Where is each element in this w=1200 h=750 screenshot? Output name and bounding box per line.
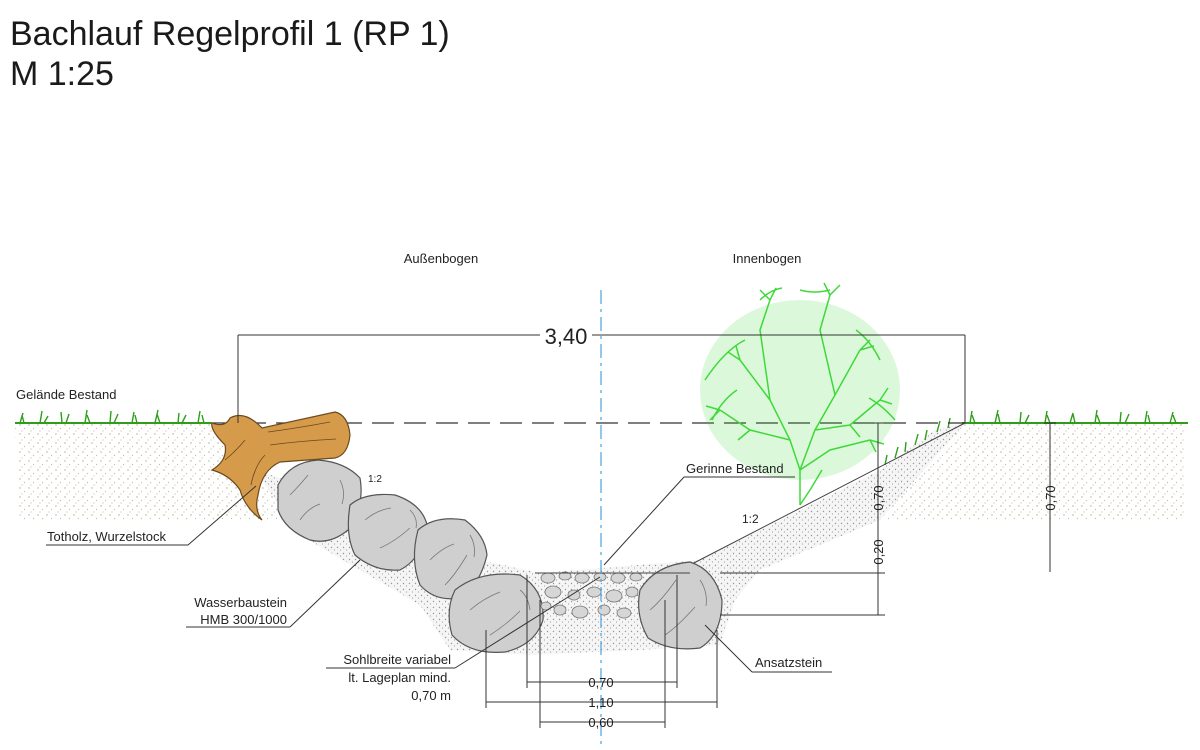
armour-stone (448, 573, 544, 653)
armour-stone-label-1: Wasserbaustein (194, 595, 287, 610)
height-070-b-label: 0,70 (1043, 485, 1058, 510)
anchor-stone-texture (649, 579, 707, 636)
leader-deadwood (187, 485, 257, 546)
leader-anchor-stone (704, 624, 753, 673)
anchor-stone-label: Ansatzstein (755, 655, 822, 670)
dimension-total-width-label: 3,40 (545, 324, 588, 349)
title-line-2: M 1:25 (10, 55, 114, 93)
rootstock-texture (224, 421, 337, 486)
tree-foliage (700, 300, 900, 480)
vertical-dimension-lines (720, 422, 1056, 616)
height-070-a-label: 0,70 (871, 485, 886, 510)
dimension-bottom-070-label: 0,70 (588, 675, 613, 690)
slope-left-label: 1:2 (368, 474, 382, 485)
page-title: Bachlauf Regelprofil 1 (RP 1) M 1:25 (10, 14, 450, 94)
bottom-dimension-lines (485, 575, 718, 728)
armour-stone-label-2: HMB 300/1000 (200, 612, 287, 627)
dimension-bottom-060-label: 0,60 (588, 715, 613, 730)
right-slope-line (689, 422, 966, 566)
dimension-total-width (237, 334, 966, 423)
leader-armour-stone (289, 559, 361, 628)
anchor-stone (638, 561, 723, 650)
dimension-bottom-110-label: 1,10 (588, 695, 613, 710)
soil-band-right (880, 423, 1185, 520)
leader-existing-channel (603, 476, 685, 566)
existing-channel-label: Gerinne Bestand (686, 461, 784, 476)
bed-width-label-1: Sohlbreite variabel (343, 652, 451, 667)
gravel-bed (255, 423, 965, 655)
slope-right-label: 1:2 (742, 512, 759, 526)
grass-left (19, 409, 205, 424)
outer-bend-label: Außenbogen (404, 251, 478, 266)
deadwood-label: Totholz, Wurzelstock (47, 529, 166, 544)
title-line-1: Bachlauf Regelprofil 1 (RP 1) (10, 15, 450, 53)
stone-texture-left (289, 474, 531, 636)
existing-terrain-label: Gelände Bestand (16, 387, 116, 402)
tree (704, 282, 896, 506)
armour-stones-left (277, 459, 544, 653)
bed-width-label-2: lt. Lageplan mind. (348, 670, 451, 685)
grass-right (884, 409, 1177, 466)
height-020-label: 0,20 (871, 539, 886, 564)
rootstock-deadwood (210, 411, 351, 521)
bed-width-label-3: 0,70 m (411, 688, 451, 703)
inner-bend-label: Innenbogen (733, 251, 802, 266)
channel-cobbles (540, 571, 643, 619)
